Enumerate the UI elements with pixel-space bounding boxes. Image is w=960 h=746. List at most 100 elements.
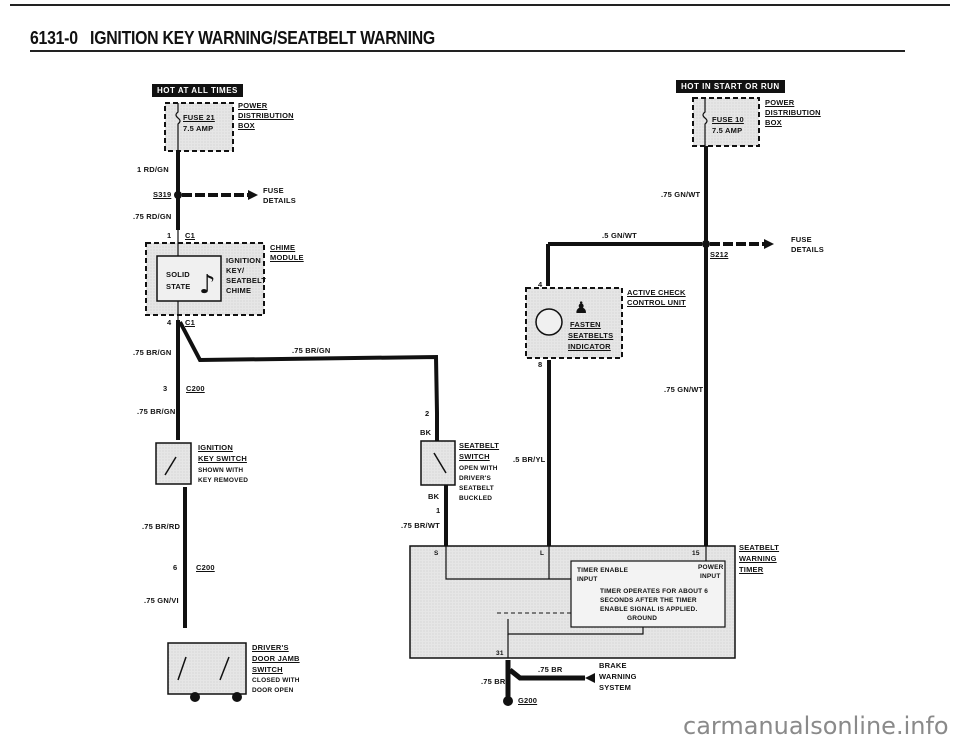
wire-label: .75 BR/WT <box>401 521 440 530</box>
indicator-label-2: SEATBELTS <box>568 331 614 340</box>
wire-label: BK <box>420 428 432 437</box>
wire-label: BK <box>428 492 440 501</box>
seatbelt-switch-note-4: BUCKLED <box>459 495 493 502</box>
switch-blade-icon <box>164 456 177 476</box>
ignition-switch-note-1: SHOWN WITH <box>198 467 244 474</box>
timer-label-2: WARNING <box>739 554 777 563</box>
active-check-label-1: ACTIVE CHECK <box>627 288 686 297</box>
brake-label-1: BRAKE <box>599 661 627 670</box>
door-switch-label-1: DRIVER'S <box>252 643 289 652</box>
wire-label: 1 RD/GN <box>137 165 169 174</box>
chime-module-label-1: CHIME <box>270 243 296 252</box>
hot-at-all-times-badge: HOT AT ALL TIMES <box>152 84 243 97</box>
wire-label: .75 BR <box>481 677 506 686</box>
c1-pin-4: 4 <box>167 318 172 327</box>
left-pdb-label-3: BOX <box>238 121 255 130</box>
chime-module-label-2: MODULE <box>270 253 304 262</box>
wire-br-brake <box>508 668 585 681</box>
c1-bottom-label: C1 <box>185 318 195 327</box>
door-switch-label-3: SWITCH <box>252 665 283 674</box>
seatbelt-switch-label-1: SEATBELT <box>459 441 500 450</box>
section-title: IGNITION KEY WARNING/SEATBELT WARNING <box>90 28 435 48</box>
c200-pin-3: 3 <box>163 384 168 393</box>
chime-desc-2: KEY/ <box>226 266 245 275</box>
seatbelt-switch-note-1: OPEN WITH <box>459 465 498 472</box>
c1-pin-1: 1 <box>167 231 172 240</box>
wire-label: .75 RD/GN <box>133 212 172 221</box>
timer-internal-wire <box>445 546 571 580</box>
wire-label: .75 BR/GN <box>137 407 176 416</box>
timer-pin-15: 15 <box>692 550 700 557</box>
wire-label: .75 GN/WT <box>661 190 701 199</box>
brake-label-2: WARNING <box>599 672 637 681</box>
chime-desc-4: CHIME <box>226 286 252 295</box>
timer-desc-2: SECONDS AFTER THE TIMER <box>600 597 697 604</box>
chime-desc-1: IGNITION <box>226 256 261 265</box>
seatbelt-switch-box <box>420 440 456 486</box>
seatbelt-switch-note-3: SEATBELT <box>459 485 494 492</box>
active-check-label-2: CONTROL UNIT <box>627 298 686 307</box>
splice-s319 <box>174 191 182 199</box>
wire-label: .5 GN/WT <box>602 231 637 240</box>
indicator-label-1: FASTEN <box>570 320 601 329</box>
fuse-10-label: FUSE 10 <box>712 115 744 124</box>
timer-ground-wire <box>507 619 644 635</box>
ground-g200-icon <box>503 696 513 706</box>
arrow-right-icon <box>248 190 258 200</box>
indicator-lamp-icon <box>535 308 563 336</box>
left-pdb-label-1: POWER <box>238 101 268 110</box>
door-switch-blade-b <box>219 656 230 681</box>
wire-label: .75 BR/RD <box>142 522 181 531</box>
timer-enable-label-2: INPUT <box>577 576 598 583</box>
fuse-21-label: FUSE 21 <box>183 113 215 122</box>
splice-s212 <box>702 240 710 248</box>
c1-top-label: C1 <box>185 231 195 240</box>
door-switch-box <box>167 642 247 695</box>
arrow-left-icon <box>585 673 595 683</box>
door-switch-blade-a <box>177 656 187 681</box>
hot-in-start-or-run-badge: HOT IN START OR RUN <box>676 80 785 93</box>
acu-pin-8: 8 <box>538 360 543 369</box>
fuse-21-rating: 7.5 AMP <box>183 124 214 133</box>
c200-label: C200 <box>186 384 205 393</box>
fuse-details-label-1: FUSE <box>263 186 284 195</box>
right-pdb-label-3: BOX <box>765 118 782 127</box>
door-switch-label-2: DOOR JAMB <box>252 654 300 663</box>
indicator-label-3: INDICATOR <box>568 342 611 351</box>
left-pdb-label-2: DISTRIBUTION <box>238 111 294 120</box>
door-switch-note-1: CLOSED WITH <box>252 677 300 684</box>
wire-label: .75 BR/GN <box>292 346 331 355</box>
page-title: 6131-0 IGNITION KEY WARNING/SEATBELT WARN… <box>30 28 435 49</box>
wire-label: .75 BR <box>538 665 563 674</box>
wire-label: .5 BR/YL <box>513 455 546 464</box>
ground-icon <box>190 692 200 702</box>
ignition-switch-box <box>155 442 192 485</box>
wire-label: .75 BR/GN <box>133 348 172 357</box>
arrow-right-icon <box>764 239 774 249</box>
ignition-switch-note-2: KEY REMOVED <box>198 477 249 484</box>
c200-label: C200 <box>196 563 215 572</box>
ground-g200-label: G200 <box>518 696 538 705</box>
timer-inner-box <box>570 560 726 628</box>
fuse-10-icon <box>702 98 708 146</box>
right-pdb-box <box>692 97 760 147</box>
section-code: 6131-0 <box>30 28 78 48</box>
timer-desc-3: ENABLE SIGNAL IS APPLIED. <box>600 606 698 613</box>
ignition-switch-label-1: IGNITION <box>198 443 233 452</box>
fuse-details-label-1: FUSE <box>791 235 812 244</box>
right-pdb-label-2: DISTRIBUTION <box>765 108 821 117</box>
solid-state-text-1: SOLID <box>166 270 190 279</box>
brake-label-3: SYSTEM <box>599 683 632 692</box>
chime-desc-3: SEATBELT <box>226 276 267 285</box>
seatbelt-switch-blade <box>433 452 447 474</box>
watermark: carmanualsonline.info <box>683 712 949 740</box>
right-pdb-label-1: POWER <box>765 98 795 107</box>
seatbelt-person-icon: ♟ <box>574 298 588 317</box>
seat-pin-2: 2 <box>425 409 430 418</box>
acu-pin-4: 4 <box>538 280 543 289</box>
timer-pin-31: 31 <box>496 650 504 657</box>
fuse-details-label-2: DETAILS <box>791 245 824 254</box>
wire-label: .75 GN/VI <box>144 596 179 605</box>
timer-pin-l: L <box>540 550 545 557</box>
